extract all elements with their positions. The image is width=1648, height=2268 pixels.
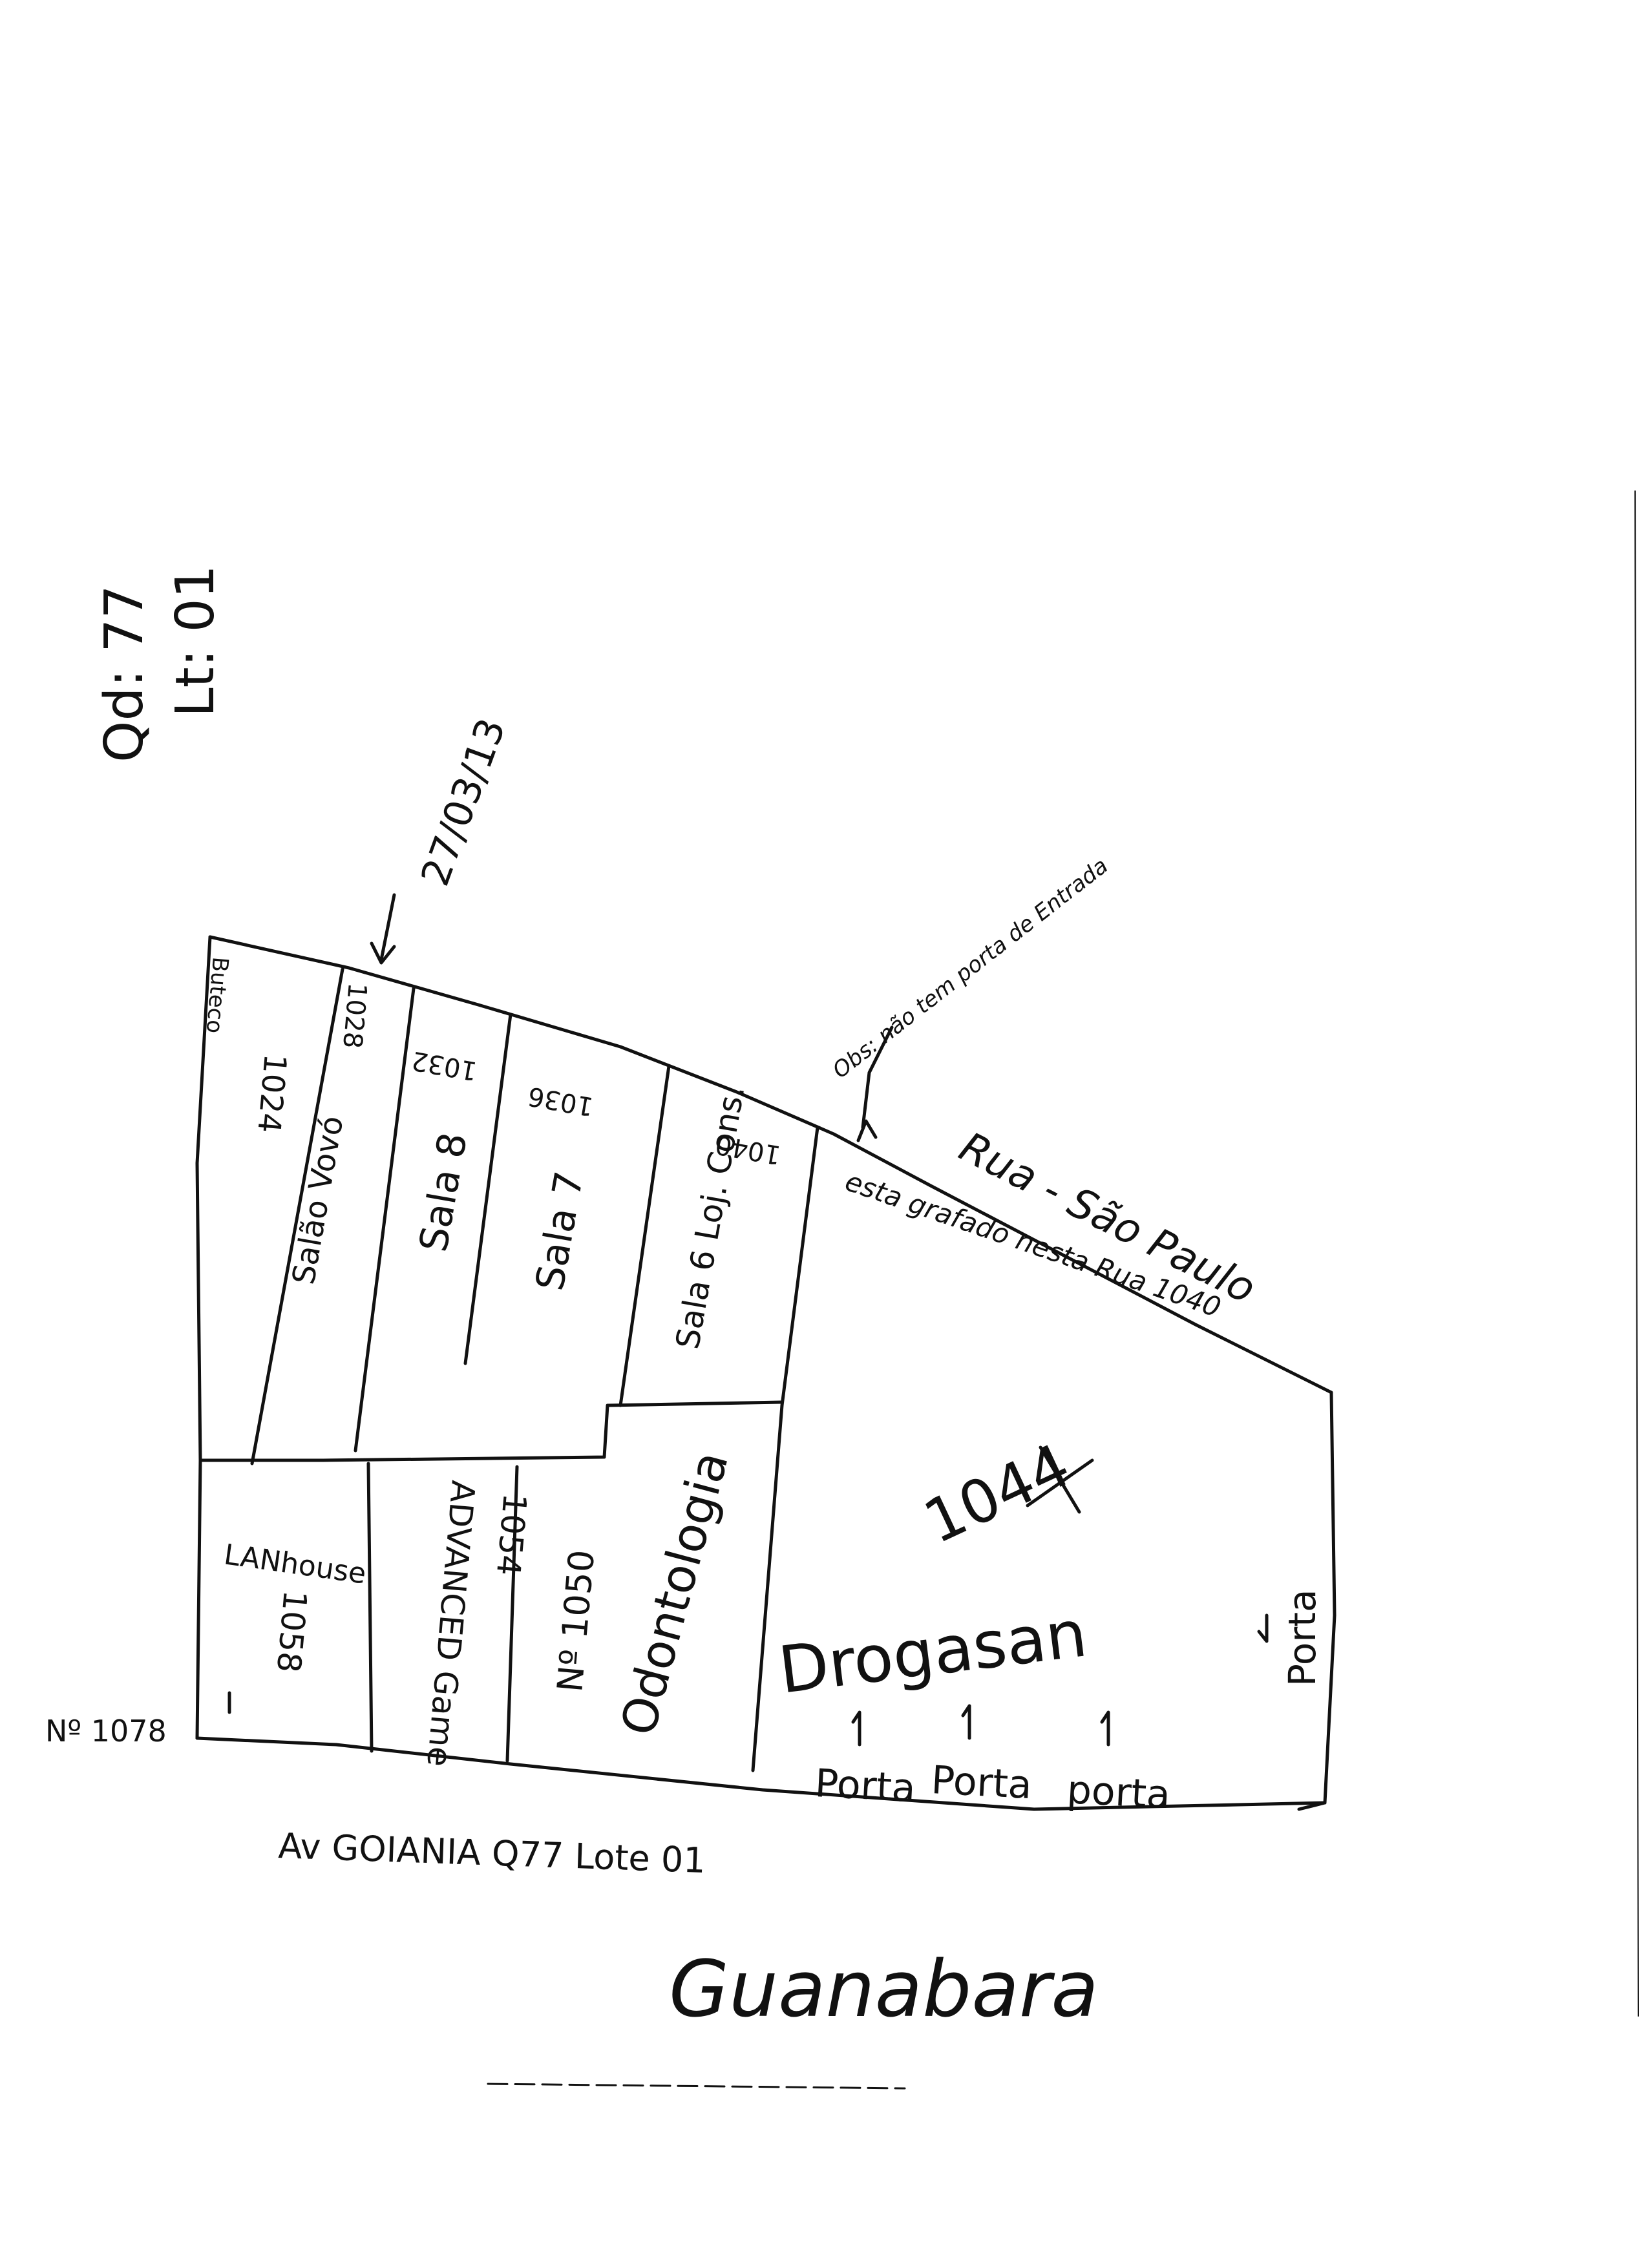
signature: Guanabara [669, 1945, 1099, 2035]
door-arrow-1 [851, 1710, 861, 1747]
lot-1024-number: 1024 [250, 1053, 293, 1135]
door-label-3: porta [1066, 1767, 1171, 1818]
avenida-goiania-label: Av GOIANIA Q77 Lote 01 [278, 1825, 706, 1881]
date-label: 27/03/13 [412, 713, 514, 892]
lot-1058-number: 1058 [269, 1589, 314, 1674]
lot-1054-label: ADVANCED Game [419, 1479, 481, 1769]
date-arrow-head [370, 941, 396, 965]
lot-1050-number: Nº 1050 [549, 1548, 602, 1694]
lot-1036-number: 1036 [525, 1080, 595, 1121]
lot-1050-label: Odontologia [610, 1445, 739, 1741]
lot-1028-number: 1028 [337, 982, 372, 1049]
door-label-side: Porta [1280, 1589, 1324, 1686]
outline-top-street-line [208, 935, 1333, 1394]
outline-bottom-street-line [195, 1736, 1327, 1811]
door-label-2: Porta [930, 1758, 1033, 1808]
outline-left-line [195, 935, 212, 1740]
right-edge-scan-line [1634, 490, 1639, 2017]
lot-1028-label: Salão Vovó [286, 1113, 351, 1287]
bottom-dash-line [487, 2083, 906, 2090]
divider-upper-4 [618, 1064, 671, 1407]
note-arrow-line [861, 1025, 894, 1129]
cross-mark-1 [1039, 1445, 1081, 1514]
divider-lower-1 [366, 1462, 374, 1753]
door-arrow-side [1257, 1613, 1269, 1643]
divider-upper-3 [463, 1013, 512, 1365]
lot-1044-number: 1044 [914, 1431, 1080, 1557]
lot-1032-number: 1032 [409, 1045, 479, 1086]
no-door-note: Obs: não tem porta de Entrada [828, 853, 1113, 1084]
door-label-1: Porta [814, 1761, 916, 1811]
middle-division-line [198, 1400, 784, 1462]
lote-label: Lt: 01 [165, 565, 226, 717]
lot-1058-label: LANhouse [222, 1538, 368, 1590]
divider-upper-5 [780, 1126, 819, 1407]
lot-1024-label: Buteco [201, 956, 233, 1034]
date-arrow-line [379, 893, 396, 961]
divider-upper-1 [250, 967, 344, 1465]
corner-number-label: Nº 1078 [45, 1714, 167, 1748]
quadra-label: Qd: 77 [94, 585, 155, 762]
lot-1040-label: Sala 6 Loj. Cons. [669, 1082, 752, 1352]
divider-upper-2 [354, 987, 416, 1453]
lot-1032-label: Sala 8 [411, 1129, 476, 1255]
lot-1054-number: 1054 [489, 1492, 534, 1577]
cross-mark-2 [1026, 1458, 1094, 1507]
lot-1036-label: Sala 7 [527, 1168, 593, 1294]
door-arrow-3 [1100, 1710, 1110, 1747]
divider-lower-3 [751, 1403, 784, 1772]
outline-right-line [1297, 1391, 1336, 1811]
note-arrow-head [856, 1119, 878, 1142]
lot-1044-label: Drogasan [775, 1595, 1091, 1708]
door-arrow-2 [961, 1704, 971, 1740]
divider-lower-2 [505, 1465, 519, 1763]
